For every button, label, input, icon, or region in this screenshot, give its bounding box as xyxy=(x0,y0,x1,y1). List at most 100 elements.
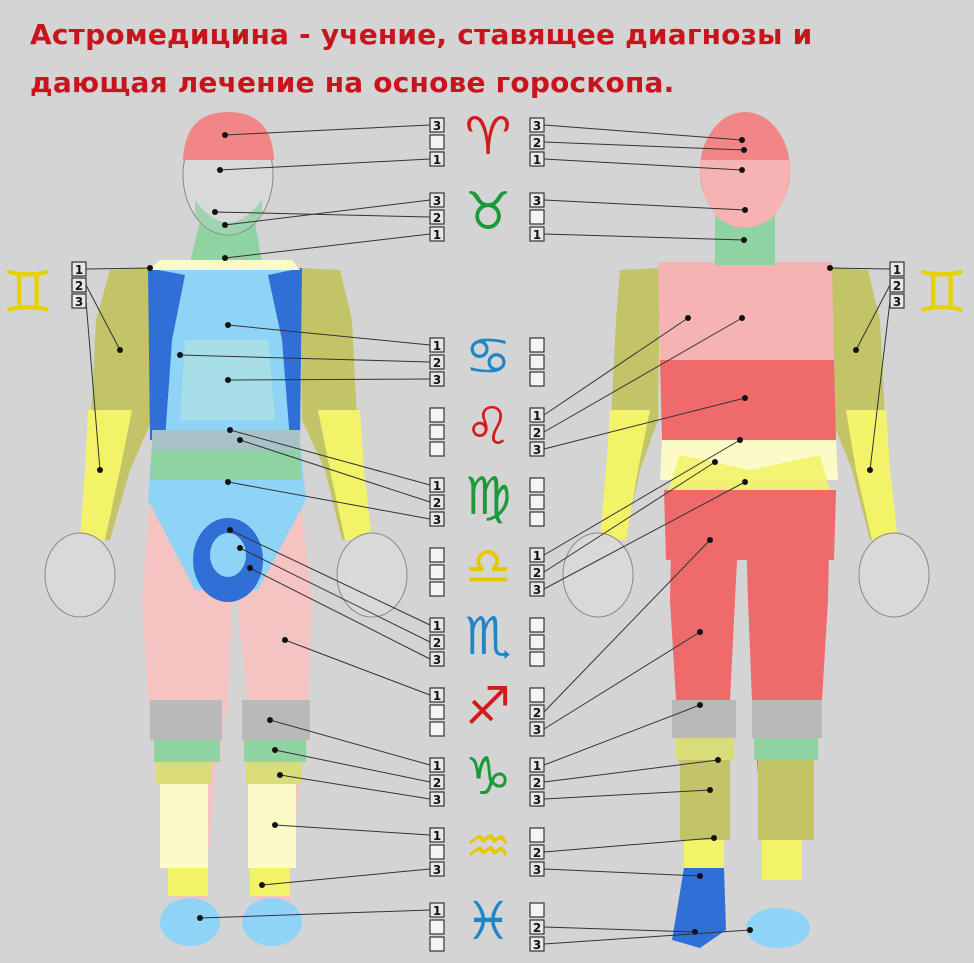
leader-line xyxy=(249,567,431,660)
leader-dot xyxy=(827,265,833,271)
front-shin-yellow-right xyxy=(246,762,302,784)
leader-dot xyxy=(97,467,103,473)
leader-line xyxy=(543,926,696,933)
libra-back-box-label: 3 xyxy=(533,583,541,597)
libra-front-box xyxy=(429,564,445,580)
aquarius-front-box xyxy=(429,844,445,860)
cancer-back-box xyxy=(529,354,545,370)
virgo-back-box xyxy=(529,494,545,510)
cancer-back-box xyxy=(529,371,545,387)
capricorn-back-box-label: 2 xyxy=(533,776,541,790)
front-shin-cream-left xyxy=(160,784,208,868)
virgo-back-box xyxy=(529,511,545,527)
capricorn-front-box-label: 2 xyxy=(433,776,441,790)
front-knee-gray-right xyxy=(242,700,310,740)
front-hand-left xyxy=(44,532,116,618)
virgo-front-box-label: 3 xyxy=(433,513,441,527)
libra-back-box-label: 2 xyxy=(533,566,541,580)
front-shin-yellow-left xyxy=(156,762,212,784)
leader-line xyxy=(284,639,431,696)
leader-line xyxy=(227,324,431,346)
title-line-1: Астромедицина - учение, ставящее диагноз… xyxy=(30,18,813,51)
sagittarius-front-box xyxy=(429,721,445,737)
leader-line xyxy=(829,267,891,270)
scorpio-back-box xyxy=(529,617,545,633)
leader-line xyxy=(543,233,745,241)
pisces-front-box-label: 1 xyxy=(433,904,441,918)
leader-dot xyxy=(739,167,745,173)
leader-line xyxy=(269,719,431,766)
gemini-left-box-label: 1 xyxy=(75,263,83,277)
aquarius-front-box-label: 1 xyxy=(433,829,441,843)
front-collar xyxy=(148,260,300,270)
leader-dot xyxy=(739,315,745,321)
leader-line xyxy=(85,267,151,270)
front-head-red xyxy=(183,112,274,160)
leo-back-box-label: 2 xyxy=(533,426,541,440)
front-ankle-right xyxy=(250,868,290,896)
sagittarius-back-box xyxy=(529,687,545,703)
leader-dot xyxy=(697,873,703,879)
gemini-right-box-label: 1 xyxy=(893,263,901,277)
front-torso-dark-right xyxy=(268,268,302,440)
leader-dot xyxy=(237,545,243,551)
back-left-forearm xyxy=(600,410,650,540)
leader-line xyxy=(229,529,431,626)
aquarius-back-box-label: 2 xyxy=(533,846,541,860)
capricorn-front-box-label: 1 xyxy=(433,759,441,773)
leader-dot xyxy=(742,207,748,213)
leader-dot xyxy=(715,757,721,763)
pisces-back-box-label: 3 xyxy=(533,938,541,952)
leader-line xyxy=(219,158,431,171)
aquarius-icon: ♒ xyxy=(465,817,512,877)
leader-line xyxy=(543,704,701,766)
libra-front-box xyxy=(429,581,445,597)
sagittarius-icon: ♐ xyxy=(465,677,512,737)
taurus-back-box xyxy=(529,209,545,225)
gemini-right-icon: ♊ xyxy=(916,258,968,326)
back-torso-upper xyxy=(658,262,834,360)
leader-line xyxy=(869,300,891,471)
leader-dot xyxy=(247,565,253,571)
leader-dot xyxy=(712,459,718,465)
leader-dot xyxy=(742,479,748,485)
leo-front-box xyxy=(429,407,445,423)
sagittarius-front-box-label: 1 xyxy=(433,689,441,703)
back-buttocks xyxy=(664,490,836,560)
front-foot-right xyxy=(242,898,302,946)
leader-dot xyxy=(237,437,243,443)
front-groin-inner xyxy=(210,533,246,577)
sagittarius-back-box-label: 2 xyxy=(533,706,541,720)
leader-line xyxy=(543,631,701,730)
zodiac-center-column: ♈31321♉32131♋123♌123♍123♎123♏123♐123♑123… xyxy=(429,107,545,952)
leo-icon: ♌ xyxy=(465,397,512,457)
back-right-forearm xyxy=(846,410,898,540)
leader-dot xyxy=(197,915,203,921)
virgo-back-box xyxy=(529,477,545,493)
virgo-icon: ♍ xyxy=(465,467,512,527)
leader-line xyxy=(274,749,431,783)
leader-dot xyxy=(737,437,743,443)
leo-back-box-label: 3 xyxy=(533,443,541,457)
aries-back-box-label: 1 xyxy=(533,153,541,167)
back-torso-mid xyxy=(660,360,836,440)
leader-dot xyxy=(697,702,703,708)
leader-dot xyxy=(225,479,231,485)
leader-line xyxy=(229,429,431,486)
front-abdomen-green xyxy=(150,450,302,480)
leader-line xyxy=(543,837,715,853)
leader-dot xyxy=(177,352,183,358)
taurus-front-box-label: 3 xyxy=(433,194,441,208)
scorpio-back-box xyxy=(529,651,545,667)
virgo-front-box-label: 1 xyxy=(433,479,441,493)
cancer-back-box xyxy=(529,337,545,353)
leader-dot xyxy=(711,835,717,841)
sagittarius-front-box xyxy=(429,704,445,720)
cancer-front-box-label: 1 xyxy=(433,339,441,353)
leader-dot xyxy=(707,787,713,793)
pisces-front-box xyxy=(429,936,445,952)
front-torso-dark-left xyxy=(148,268,185,440)
leo-back-box-label: 1 xyxy=(533,409,541,423)
front-left-forearm xyxy=(80,410,132,540)
